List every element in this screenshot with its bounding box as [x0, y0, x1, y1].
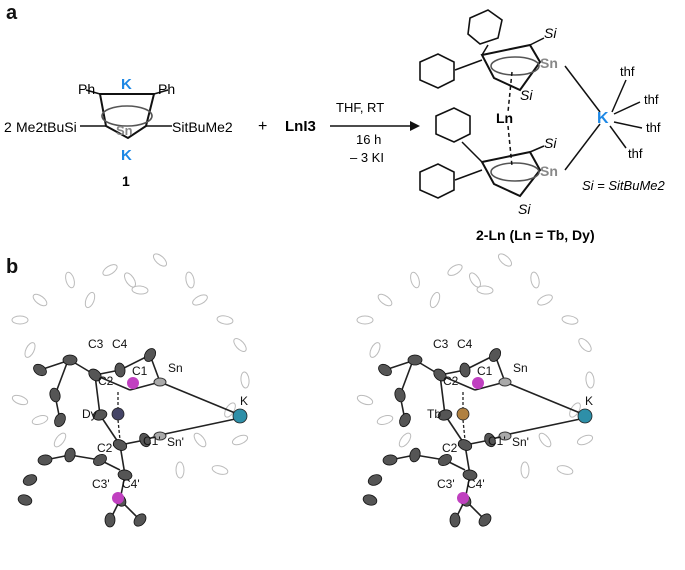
product-2ln: Ln Si Si Si Si Sn Sn K thf thf thf thf S…	[419, 9, 666, 243]
dy-atom-label: Dy	[82, 407, 97, 421]
reactant-1: Ph Ph K Sn K 2 Me2tBuSi SitBuMe2 1	[4, 76, 233, 189]
dy-atom-label: C2'	[97, 441, 115, 455]
tb-atom-label: C2	[443, 374, 459, 388]
tb-atom-label: C4'	[467, 477, 485, 491]
phenyl-2	[419, 53, 455, 89]
thf-2: thf	[644, 92, 659, 107]
k-product: K	[597, 110, 609, 127]
tb-atom-label: C3	[433, 337, 449, 351]
panel-a-label: a	[6, 2, 18, 24]
ph-left: Ph	[78, 81, 95, 97]
reactant-left-group: Me2tBuSi	[16, 119, 77, 135]
dy-atom-label: C3'	[92, 477, 110, 491]
si-definition: Si = SitBuMe2	[582, 178, 666, 193]
tb-atom-label: C3'	[437, 477, 455, 491]
reactant-right-group: SitBuMe2	[172, 119, 233, 135]
reactant-number: 1	[122, 173, 130, 189]
tb-atom-label: Sn	[513, 361, 528, 375]
reaction-arrow: THF, RT 16 h – 3 KI	[330, 100, 420, 165]
dy-atom-label: C4'	[122, 477, 140, 491]
thf-1: thf	[620, 64, 635, 79]
dy-atom-label: C1	[132, 364, 148, 378]
tb-atom-label: C4	[457, 337, 473, 351]
tb-atom-label: Tb	[427, 407, 441, 421]
dy-atom-label: Sn'	[167, 435, 184, 449]
dy-atom-label: K	[240, 394, 248, 408]
ph-right: Ph	[158, 81, 175, 97]
phenyl-3	[435, 107, 471, 143]
tb-atom-label: C1'	[488, 434, 506, 448]
si-label-3: Si	[544, 135, 557, 151]
condition-3: – 3 KI	[350, 150, 384, 165]
dy-atom-label: C1'	[143, 434, 161, 448]
tb-atom-label: C1	[477, 364, 493, 378]
si-label-4: Si	[518, 201, 531, 217]
condition-1: THF, RT	[336, 100, 384, 115]
dy-atom-label: C3	[88, 337, 104, 351]
ln-center: Ln	[496, 110, 513, 126]
phenyl-4	[419, 163, 455, 199]
si-label-1: Si	[544, 25, 557, 41]
phenyl-1	[467, 9, 503, 45]
thf-3: thf	[646, 120, 661, 135]
k-bottom: K	[121, 147, 132, 164]
dy-atom-label: C2	[98, 374, 114, 388]
plus-sign: +	[258, 118, 267, 135]
sn-label-lower: Sn	[540, 163, 558, 179]
aromatic-ring-marker	[101, 105, 153, 127]
dy-atom-label: C4	[112, 337, 128, 351]
product-name: 2-Ln (Ln = Tb, Dy)	[476, 227, 595, 243]
sn-label: Sn	[116, 123, 133, 138]
dy-atom-label: Sn	[168, 361, 183, 375]
thf-4: thf	[628, 146, 643, 161]
si-label-2: Si	[520, 87, 533, 103]
sn-label-upper: Sn	[540, 55, 558, 71]
k-top: K	[121, 76, 132, 93]
tb-atom-label: C2'	[442, 441, 460, 455]
tb-atom-label: Sn'	[512, 435, 529, 449]
tb-atom-label: K	[585, 394, 593, 408]
panel-b-label: b	[6, 256, 19, 278]
condition-2: 16 h	[356, 132, 381, 147]
lanthanide-reagent: LnI3	[285, 118, 316, 135]
reactant-prefix: 2	[4, 119, 12, 135]
